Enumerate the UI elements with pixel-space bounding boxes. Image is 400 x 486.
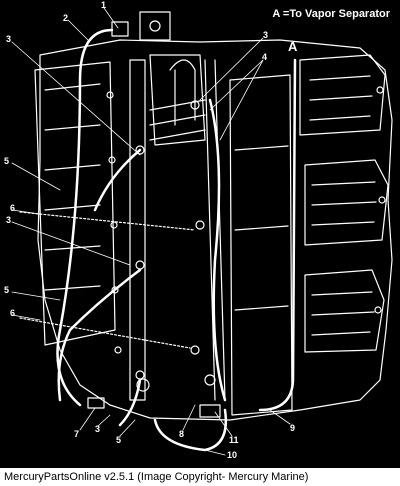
callout-8: 8 (179, 429, 185, 439)
callout-5-mid: 5 (4, 285, 10, 295)
engine-block-outline (37, 39, 393, 421)
cylinder-plate (34, 61, 116, 346)
callout-3-top-right: 3 (263, 30, 269, 40)
callout-3-bottom: 3 (95, 424, 101, 434)
fitting-11 (199, 404, 221, 418)
hose-5-bottom (118, 378, 142, 427)
callout-11: 11 (229, 435, 239, 445)
callout-a: A (288, 39, 298, 54)
callout-9: 9 (290, 423, 296, 433)
callout-6-top: 6 (10, 203, 16, 213)
fuel-rail-assembly (129, 54, 293, 416)
callout-2: 2 (63, 13, 69, 23)
top-fitting (111, 21, 129, 37)
hose-5-top (93, 148, 142, 212)
callout-1: 1 (101, 0, 107, 10)
callout-6-bottom: 6 (10, 308, 16, 318)
hose-right-feed (208, 98, 227, 402)
leader-lines (11, 7, 291, 456)
right-housing (299, 54, 389, 353)
fitting-7 (87, 397, 105, 409)
left-bolt-row (106, 91, 122, 354)
rod-lower (19, 317, 191, 349)
hose-lines (56, 28, 297, 452)
legend-note: A =To Vapor Separator (272, 8, 390, 20)
callout-7: 7 (74, 429, 80, 439)
image-caption: MercuryPartsOnline v2.5.1 (Image Copyrig… (4, 471, 309, 483)
callout-4: 4 (262, 52, 268, 62)
rod-upper (19, 211, 196, 231)
callout-3-top-left: 3 (6, 34, 12, 44)
callout-10: 10 (227, 450, 238, 460)
callout-3-mid: 3 (6, 215, 12, 225)
hose-9 (258, 58, 297, 412)
engine-line-art (11, 7, 393, 456)
callout-5-bottom: 5 (116, 435, 122, 445)
callout-5-top: 5 (4, 156, 10, 166)
parts-diagram: A =To Vapor Separator 1 2 3 3 4 A 5 6 3 … (0, 0, 400, 468)
hose-10 (153, 408, 228, 452)
hose-5-mid (57, 268, 142, 402)
